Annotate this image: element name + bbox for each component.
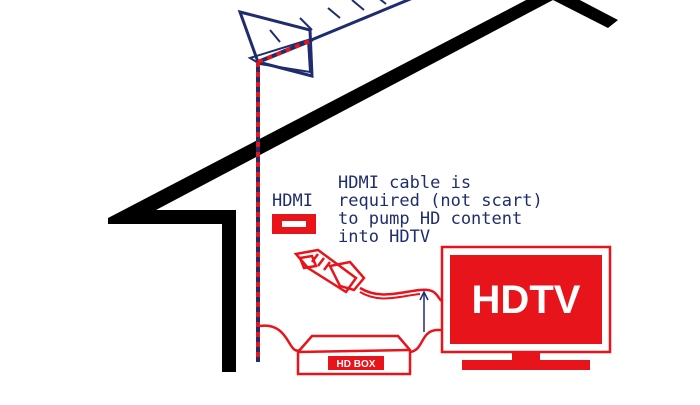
house-roof-outline [108, 0, 618, 372]
hdtv-label: HDTV [472, 278, 581, 322]
hd-box: HD BOX [296, 334, 412, 376]
hdtv-screen: HDTV [440, 245, 612, 370]
hdmi-port-icon [272, 214, 316, 234]
aerial-to-box-cable [259, 324, 301, 352]
hdmi-note-line: into HDTV [338, 227, 430, 247]
antenna-cable [256, 38, 313, 362]
hdmi-note-line: HDMI cable is [338, 173, 471, 193]
box-to-tv-cable [409, 328, 444, 354]
hdmi-note-line: required (not scart) [338, 191, 543, 211]
hdmi-plug [293, 248, 366, 294]
hdmi-label: HDMI [272, 191, 313, 211]
hdmi-cable [359, 291, 421, 300]
tv-antenna [237, 0, 412, 78]
hdmi-note-line: to pump HD content [338, 209, 522, 229]
hdmi-cable [359, 286, 445, 304]
hd-box-label: HD BOX [337, 359, 376, 370]
arrow-up-icon [419, 290, 429, 332]
hdmi-note: HDMI cable is required (not scart) to pu… [338, 173, 553, 247]
